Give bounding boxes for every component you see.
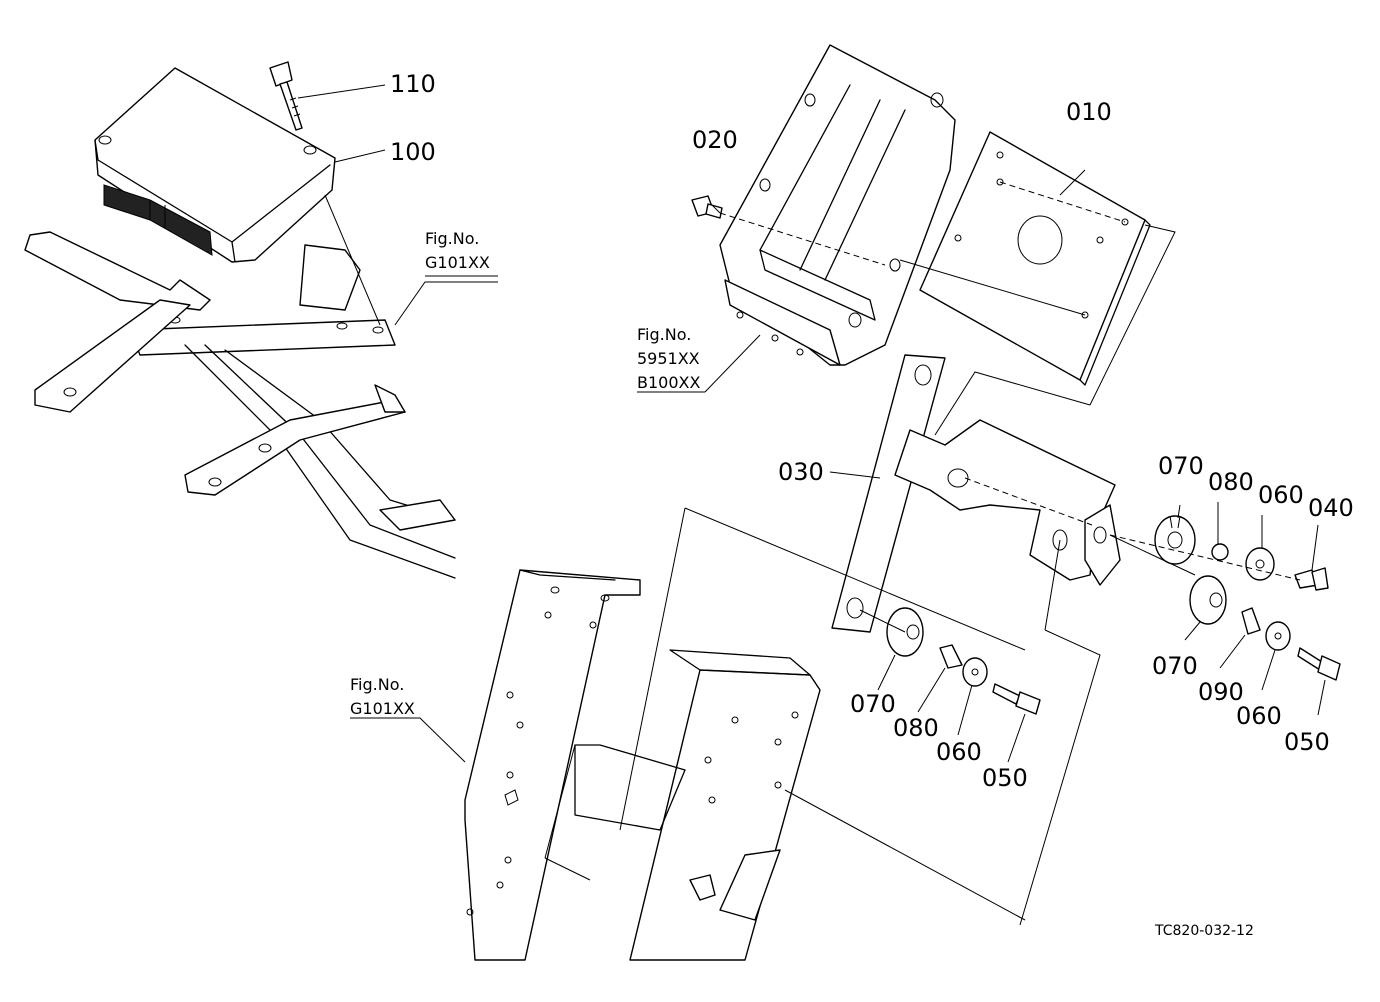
- fig-ref-3-code: G101XX: [350, 699, 415, 718]
- fig-ref-2-label: Fig.No.: [637, 325, 691, 344]
- hardware-stack-right-drawing: [1154, 515, 1341, 681]
- controller-base-drawing: [719, 44, 956, 366]
- frame-upper-left-drawing: [24, 231, 456, 579]
- frame-lower-left-drawing: [464, 569, 641, 961]
- part-label-010: 010: [1066, 98, 1112, 126]
- drawing-code: TC820-032-12: [1154, 923, 1254, 939]
- part-label-060-upper: 060: [1258, 481, 1304, 509]
- bolt-110-drawing: [269, 61, 303, 131]
- part-label-060-right: 060: [1236, 702, 1282, 730]
- part-label-100: 100: [390, 138, 436, 166]
- part-label-080-upper: 080: [1208, 468, 1254, 496]
- part-label-110: 110: [390, 70, 436, 98]
- fig-ref-2-code-1: 5951XX: [637, 349, 700, 368]
- part-label-050-right: 050: [1284, 728, 1330, 756]
- part-label-060-lower: 060: [936, 738, 982, 766]
- part-label-090: 090: [1198, 678, 1244, 706]
- fig-ref-3-label: Fig.No.: [350, 675, 404, 694]
- fig-ref-2-code-2: B100XX: [637, 373, 700, 392]
- strip-030-drawing: [831, 354, 946, 633]
- part-label-080-lower: 080: [893, 714, 939, 742]
- fig-ref-1-label: Fig.No.: [425, 229, 479, 248]
- part-label-040: 040: [1308, 494, 1354, 522]
- controller-unit-drawing: [94, 67, 336, 263]
- mount-bracket-drawing: [894, 419, 1121, 586]
- part-label-070-lower: 070: [850, 690, 896, 718]
- part-label-070-upper: 070: [1158, 452, 1204, 480]
- leader-lines: [297, 84, 1326, 763]
- part-label-070-right: 070: [1152, 652, 1198, 680]
- part-label-050-lower: 050: [982, 764, 1028, 792]
- part-label-020: 020: [692, 126, 738, 154]
- fig-ref-1-code: G101XX: [425, 253, 490, 272]
- plate-010-drawing: [919, 131, 1151, 386]
- part-label-030: 030: [778, 458, 824, 486]
- bolt-020-drawing: [691, 195, 723, 219]
- frame-lower-middle-drawing: [574, 649, 821, 961]
